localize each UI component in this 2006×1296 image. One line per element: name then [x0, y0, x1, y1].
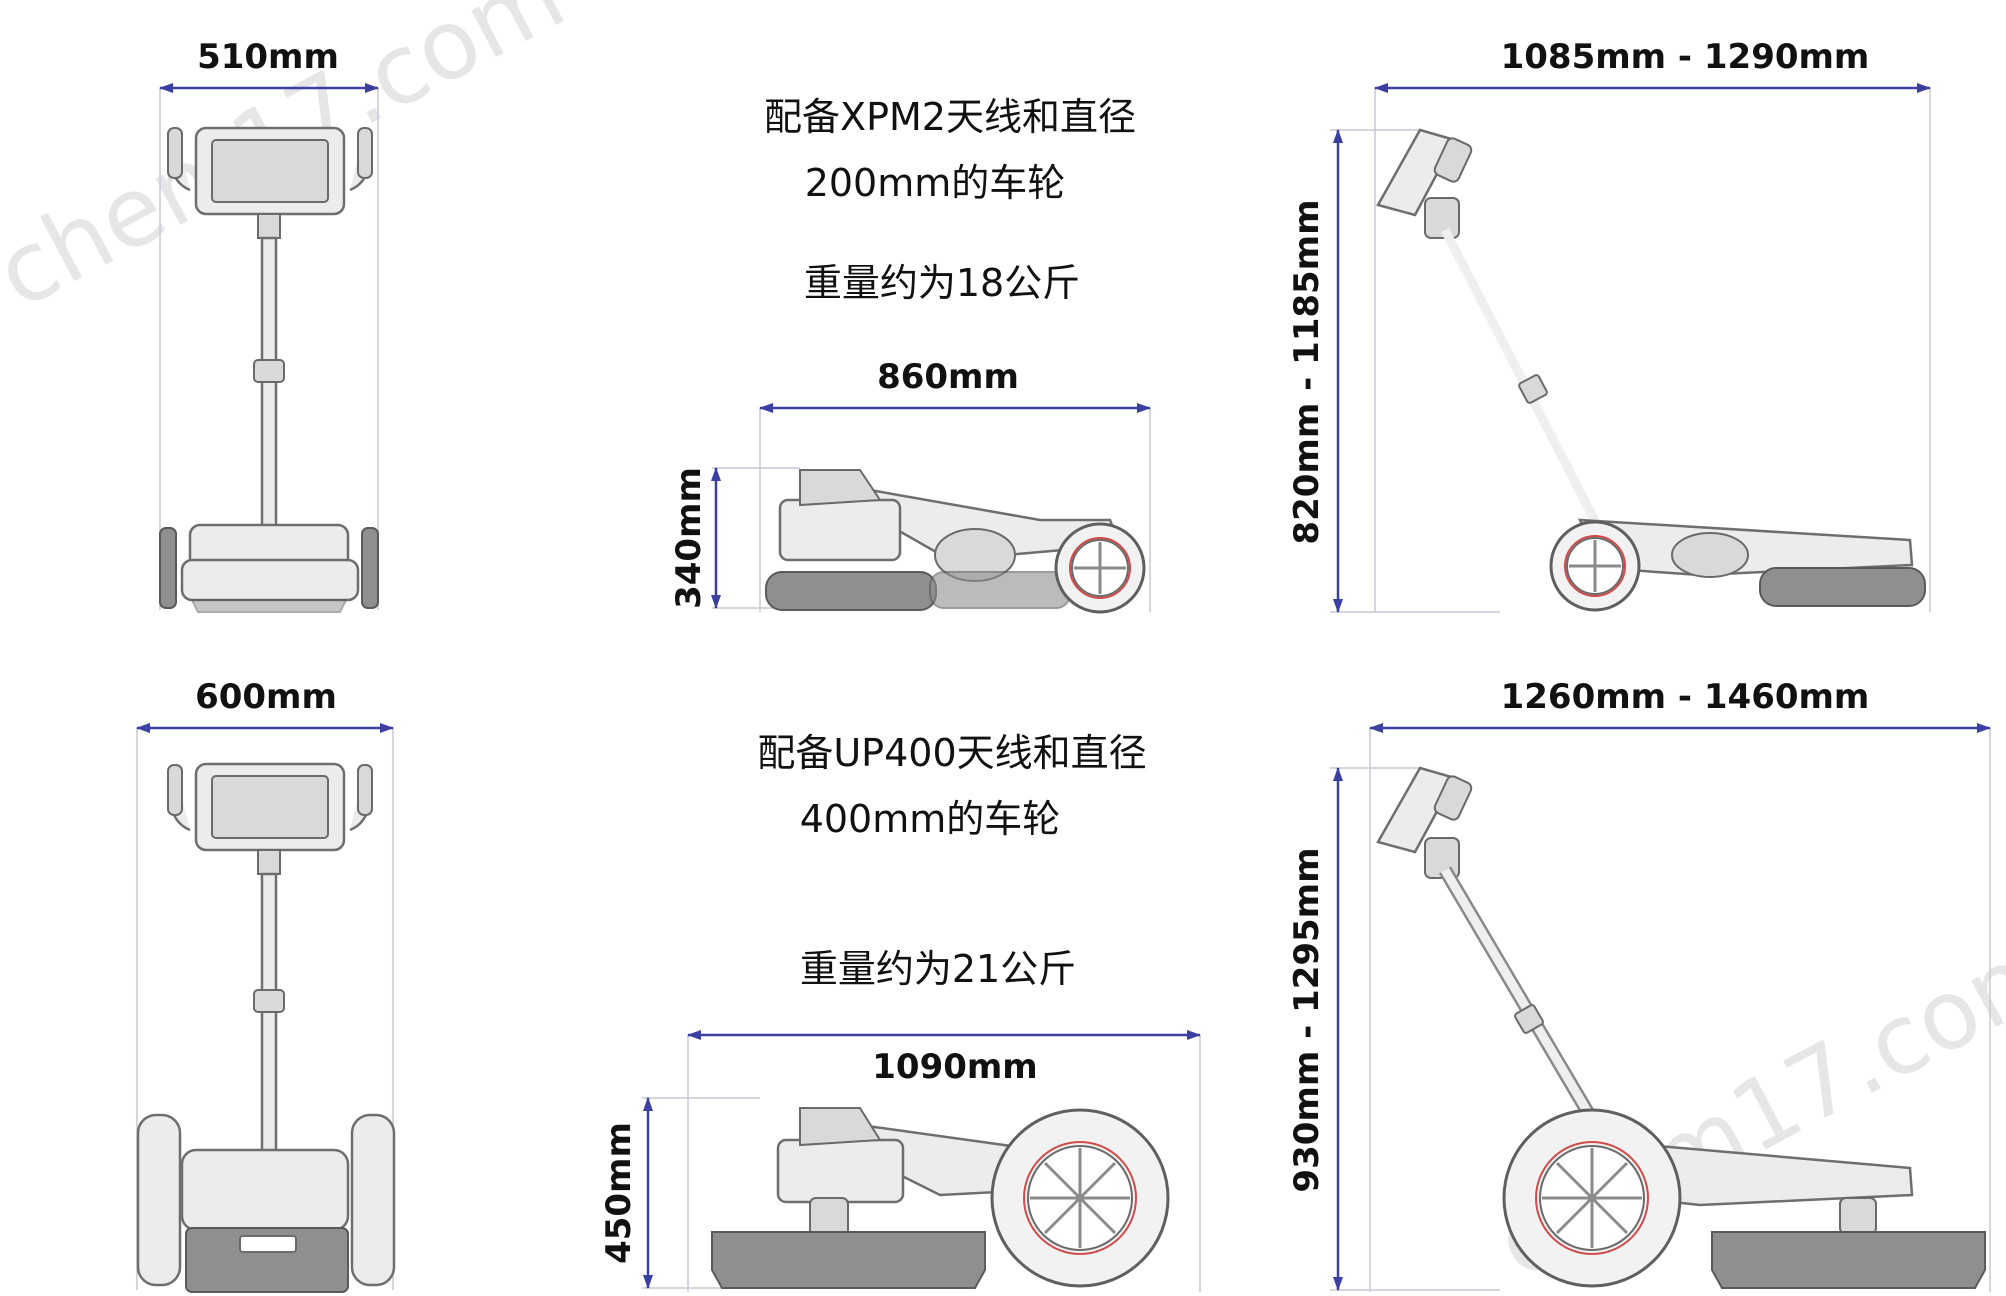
upright-view-b: 1260mm - 1460mm 930mm - 1295mm: [1287, 677, 1991, 1292]
side-length-label-a: 860mm: [877, 357, 1019, 397]
upright-height-label-b: 930mm - 1295mm: [1287, 847, 1327, 1192]
weight-b: 重量约为21公斤: [800, 947, 1076, 991]
side-length-label-b: 1090mm: [872, 1047, 1037, 1087]
caption-a-line1: 配备XPM2天线和直径: [764, 95, 1136, 139]
side-height-label-a: 340mm: [669, 467, 709, 609]
caption-b-line2: 400mm的车轮: [800, 797, 1061, 841]
upright-length-label-a: 1085mm - 1290mm: [1501, 37, 1870, 77]
upright-height-label-a: 820mm - 1185mm: [1287, 199, 1327, 544]
front-view-b: 600mm: [136, 677, 396, 1293]
upright-view-a: 1085mm - 1290mm 820mm - 1185mm: [1287, 37, 1931, 613]
side-view-b: 1090mm 450mm: [599, 1030, 1201, 1292]
upright-length-label-b: 1260mm - 1460mm: [1501, 677, 1870, 717]
front-width-label-b: 600mm: [195, 677, 337, 717]
side-height-label-b: 450mm: [599, 1122, 639, 1264]
front-width-label-a: 510mm: [197, 37, 339, 77]
caption-b-line1: 配备UP400天线和直径: [757, 731, 1146, 775]
caption-a-line2: 200mm的车轮: [805, 161, 1066, 205]
side-view-a: 860mm 340mm: [669, 357, 1151, 614]
weight-a: 重量约为18公斤: [804, 261, 1080, 305]
front-view-a: 510mm: [159, 37, 379, 613]
